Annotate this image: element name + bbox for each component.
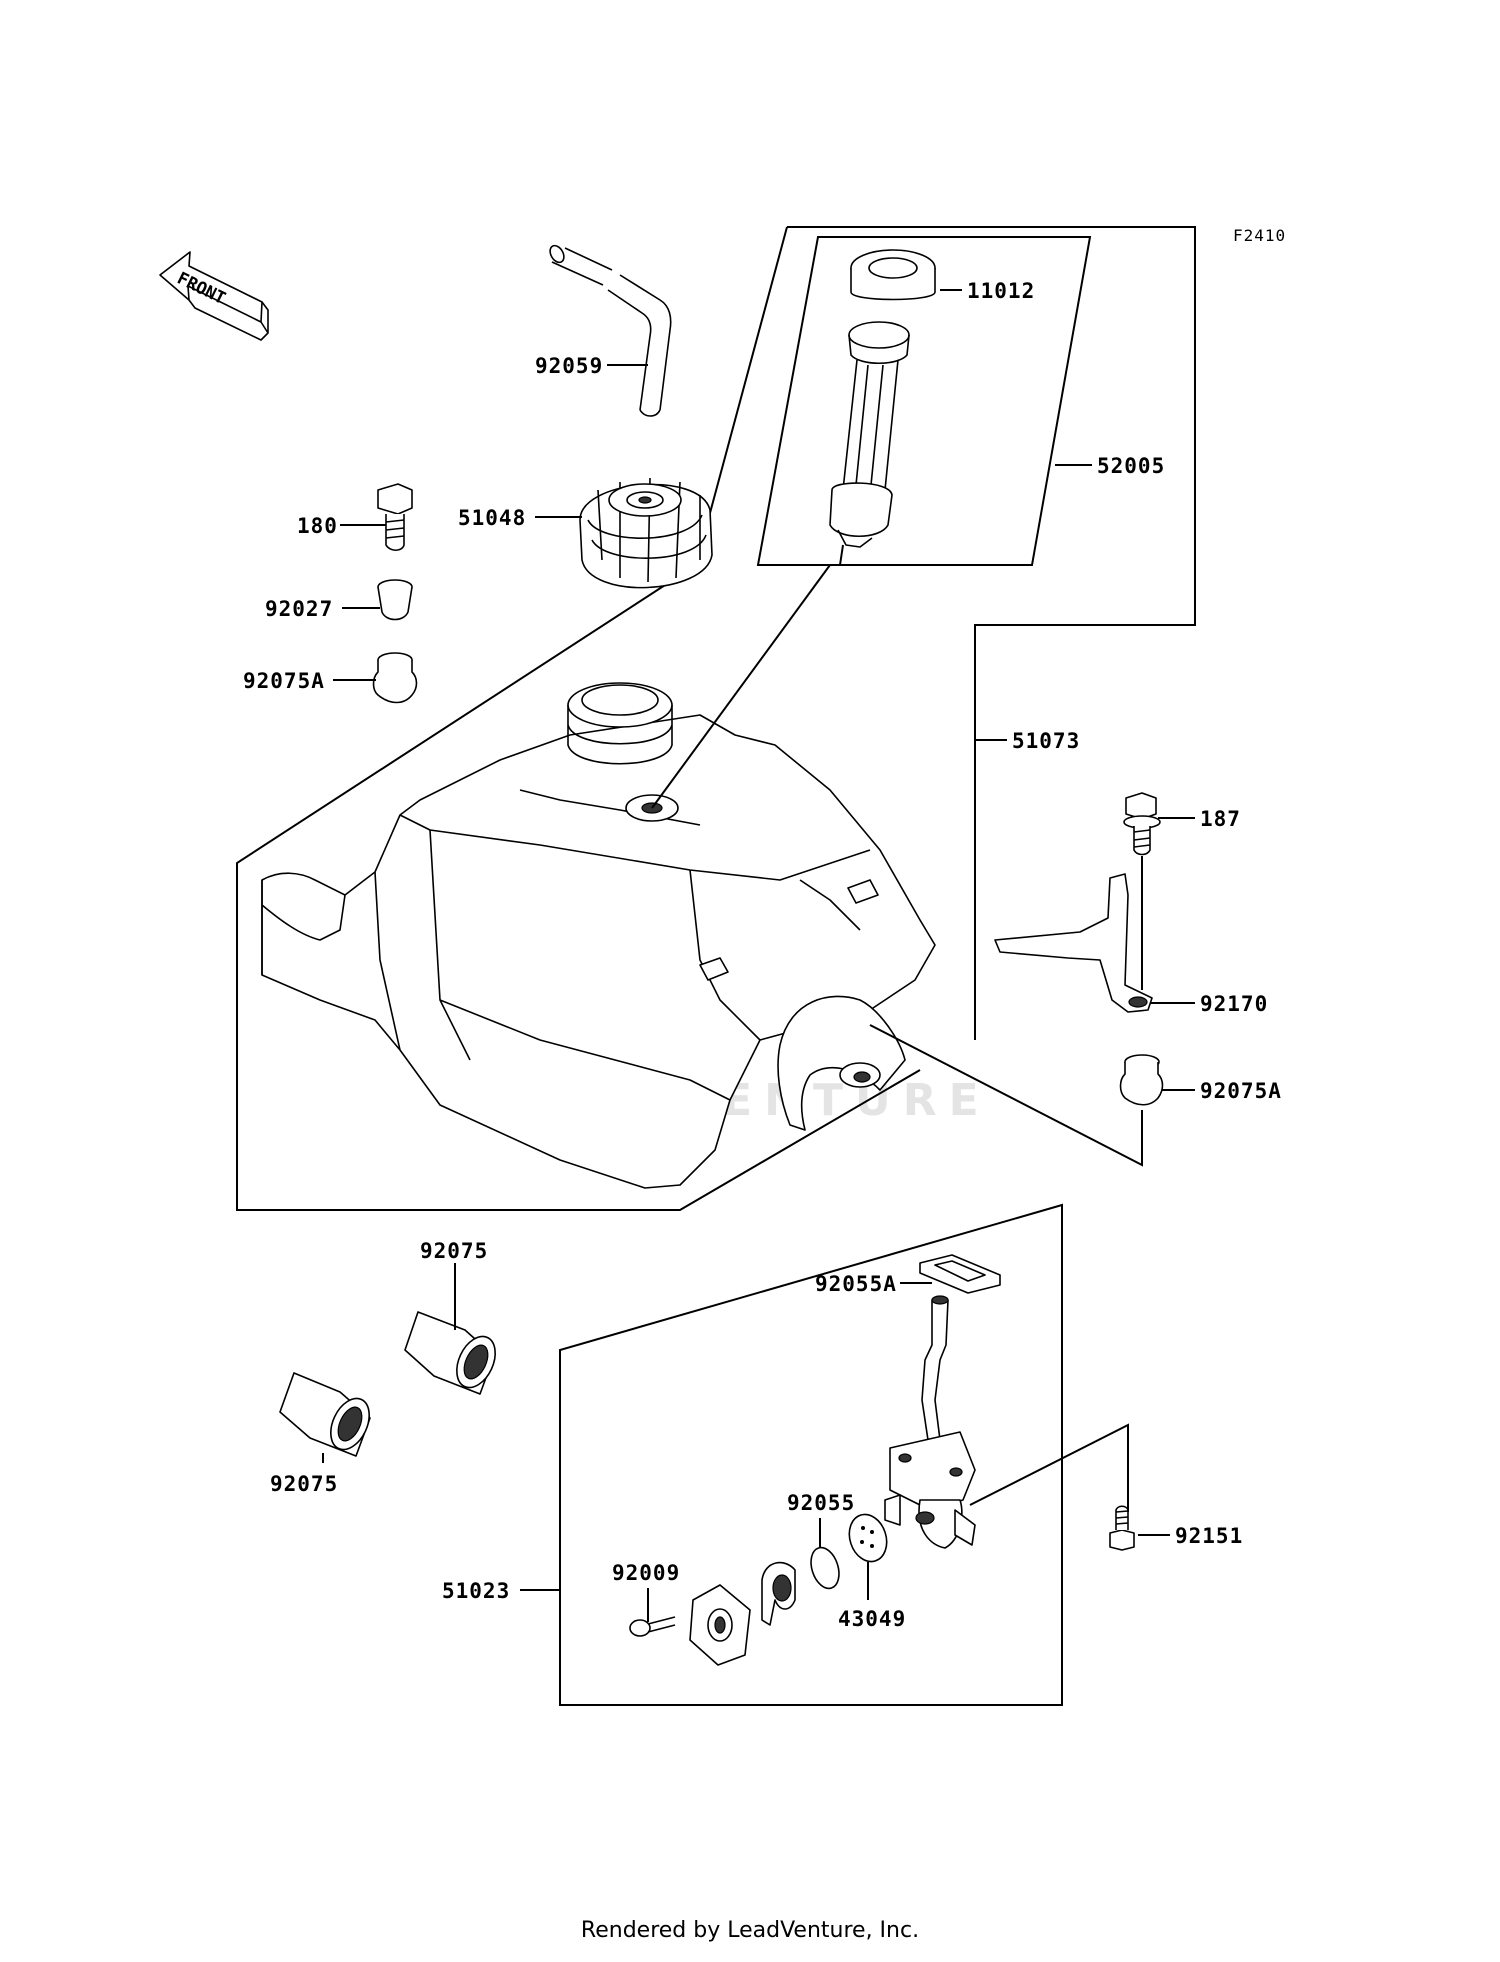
label-11012: 11012 [967, 279, 1035, 303]
collar-drawing [377, 579, 413, 621]
label-51048: 51048 [458, 506, 526, 530]
fuel-cock-group-outline [559, 1203, 1063, 1706]
part-labels: 11012 52005 92059 51048 180 92027 92075A… [243, 279, 1282, 1631]
label-92075-top: 92075 [420, 1239, 488, 1263]
tank-clamp-drawing [994, 873, 1153, 1013]
sleeve-bottom-drawing [279, 1372, 371, 1457]
front-direction-arrow: FRONT [159, 251, 269, 341]
gauge-group-outline [756, 236, 1092, 566]
label-43049: 43049 [838, 1607, 906, 1631]
cover-plate-drawing [689, 1584, 751, 1666]
label-92059: 92059 [535, 354, 603, 378]
sleeve-top-drawing [404, 1311, 496, 1395]
grommet-drawing [850, 249, 936, 301]
damper-left-drawing [372, 652, 418, 704]
figure-code: F2410 [1233, 226, 1286, 245]
label-187: 187 [1200, 807, 1241, 831]
label-92075A-right: 92075A [1200, 1079, 1282, 1103]
screw-drawing [629, 1616, 676, 1637]
tank-group-outline [787, 226, 1196, 1040]
label-92027: 92027 [265, 597, 333, 621]
breather-hose-drawing [549, 244, 672, 417]
fuel-tank-drawing [261, 682, 936, 1189]
label-92151: 92151 [1175, 1524, 1243, 1548]
damper-right-drawing [1119, 1054, 1164, 1106]
label-92009: 92009 [612, 1561, 680, 1585]
leader-lines [322, 289, 1195, 1622]
label-180: 180 [297, 514, 338, 538]
o-ring-drawing [810, 1546, 840, 1590]
label-52005: 52005 [1097, 454, 1165, 478]
label-92055A: 92055A [815, 1272, 897, 1296]
label-92055: 92055 [787, 1491, 855, 1515]
bolt-92151-drawing [1109, 1505, 1135, 1551]
footer-credit: Rendered by LeadVenture, Inc. [580, 1918, 920, 1943]
bolt-180-drawing [377, 483, 413, 552]
fuel-cap-drawing [579, 477, 713, 589]
label-92075A-left: 92075A [243, 669, 325, 693]
label-92075-bottom: 92075 [270, 1472, 338, 1496]
diaphragm-drawing [848, 1513, 888, 1563]
label-51023: 51023 [442, 1579, 510, 1603]
label-92170: 92170 [1200, 992, 1268, 1016]
bolt-187-drawing [1123, 792, 1161, 856]
label-51073: 51073 [1012, 729, 1080, 753]
fuel-gauge-drawing [829, 321, 910, 548]
gasket-drawing [919, 1254, 1001, 1294]
fuel-cock-drawing [884, 1295, 976, 1549]
fuel-cock-lever-drawing [761, 1561, 796, 1626]
